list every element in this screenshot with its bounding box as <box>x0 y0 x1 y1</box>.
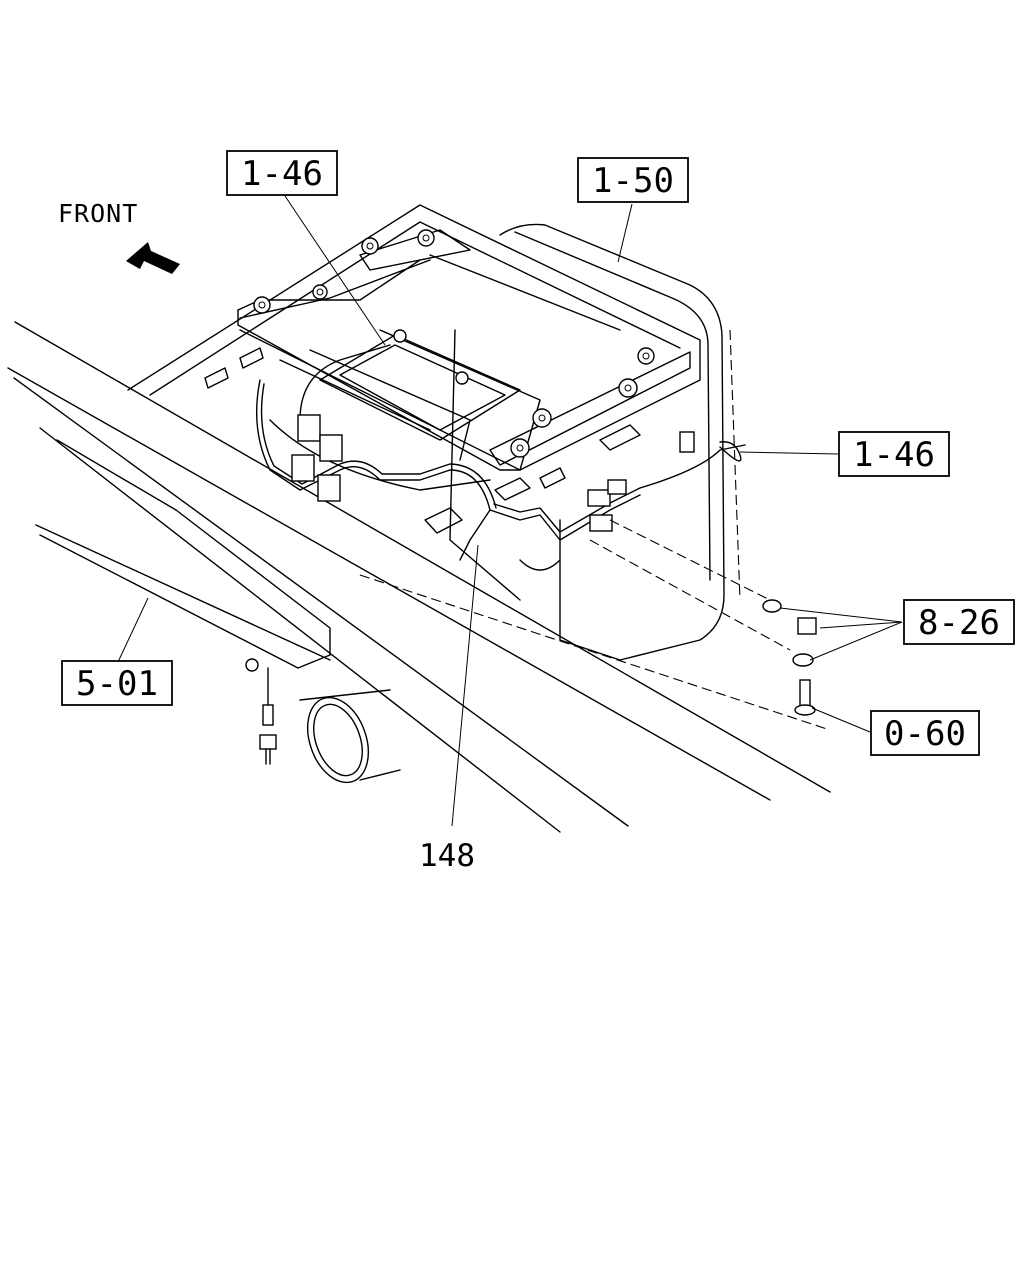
leader-lines <box>117 195 903 827</box>
sensor-lead <box>245 658 277 765</box>
callout-8-26[interactable]: 8-26 <box>903 599 1015 645</box>
front-label: FRONT <box>58 199 138 228</box>
callout-1-46-top[interactable]: 1-46 <box>226 150 338 196</box>
front-indicator: FRONT <box>58 199 180 274</box>
callout-5-01[interactable]: 5-01 <box>61 660 173 706</box>
tank-body <box>449 223 741 661</box>
callout-label: 8-26 <box>918 603 1000 643</box>
arrow-front-icon <box>126 242 180 274</box>
callout-0-60[interactable]: 0-60 <box>870 710 980 756</box>
tank-bracket <box>127 204 701 471</box>
connectors <box>291 414 695 532</box>
wiring-harness <box>256 379 746 571</box>
callout-label: 0-60 <box>884 714 966 754</box>
callout-1-46-right[interactable]: 1-46 <box>838 431 950 477</box>
exploded-hardware <box>589 519 817 716</box>
frame-decals <box>204 347 641 534</box>
callout-label: 1-50 <box>592 161 674 201</box>
part-number-148[interactable]: 148 <box>419 838 475 874</box>
callout-label: 1-46 <box>853 435 935 475</box>
bracket-bolts <box>253 229 655 458</box>
frame-side-rail <box>7 321 831 833</box>
callout-label: 5-01 <box>76 664 158 704</box>
exhaust-pipe <box>299 689 401 784</box>
callout-label: 1-46 <box>241 154 323 194</box>
callout-1-50[interactable]: 1-50 <box>577 157 689 203</box>
assembly-drawing <box>7 204 831 833</box>
